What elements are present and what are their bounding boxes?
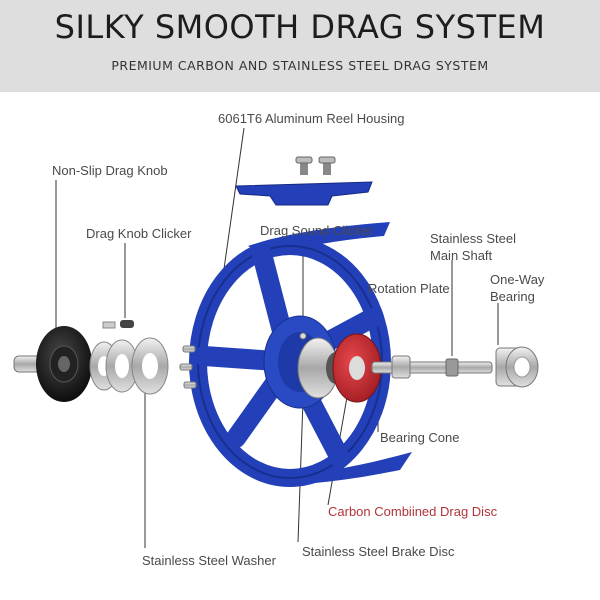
label-washer: Stainless Steel Washer (142, 553, 276, 568)
drag-sound-clicker (299, 332, 307, 340)
page-title: SILKY SMOOTH DRAG SYSTEM (54, 8, 546, 46)
label-carbon-disc: Carbon Combiined Drag Disc (328, 504, 498, 519)
page-subtitle: PREMIUM CARBON AND STAINLESS STEEL DRAG … (111, 58, 489, 73)
housing-pins (179, 345, 197, 389)
header-banner: SILKY SMOOTH DRAG SYSTEM PREMIUM CARBON … (0, 0, 600, 92)
label-drag-knob-clicker: Drag Knob Clicker (86, 226, 192, 241)
label-rotation-plate: Rotation Plate (368, 281, 450, 296)
label-one-way-2: Bearing (490, 289, 535, 304)
main-shaft (371, 355, 493, 379)
label-drag-knob: Non-Slip Drag Knob (52, 163, 168, 178)
drag-knob-clicker (102, 320, 134, 329)
stainless-washer-stack (89, 337, 169, 395)
one-way-bearing (495, 346, 539, 388)
screw-icon (295, 156, 336, 175)
label-housing: 6061T6 Aluminum Reel Housing (218, 111, 405, 126)
label-main-shaft-1: Stainless Steel (430, 231, 516, 246)
drag-knob (13, 326, 92, 402)
label-drag-sound-clicker: Drag Sound Clicker (260, 223, 373, 238)
label-brake-disc: Stainless Steel Brake Disc (302, 544, 455, 559)
label-bearing-cone: Bearing Cone (380, 430, 460, 445)
label-main-shaft-2: Main Shaft (430, 248, 493, 263)
housing-bracket (235, 181, 373, 206)
label-one-way-1: One-Way (490, 272, 545, 287)
